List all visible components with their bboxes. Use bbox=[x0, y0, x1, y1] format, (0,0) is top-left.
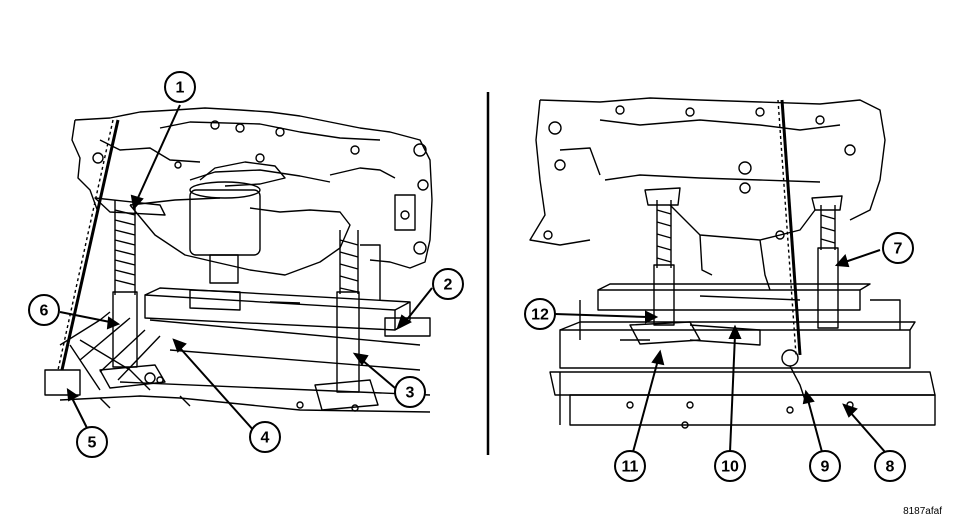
callout-12: 12 bbox=[524, 298, 556, 330]
svg-text:4: 4 bbox=[261, 430, 270, 447]
callout-8: 8 bbox=[874, 450, 906, 482]
cradle-crossbar bbox=[144, 287, 431, 337]
hoist-chain-left bbox=[44, 119, 151, 396]
callout-10: 10 bbox=[714, 450, 746, 482]
callout-2: 2 bbox=[432, 268, 464, 300]
lift-frame bbox=[59, 311, 431, 413]
svg-text:8: 8 bbox=[886, 459, 895, 476]
svg-text:2: 2 bbox=[444, 277, 453, 294]
callout-4: 4 bbox=[249, 421, 281, 453]
svg-text:1: 1 bbox=[176, 80, 185, 97]
callout-9: 9 bbox=[809, 450, 841, 482]
svg-text:5: 5 bbox=[88, 435, 97, 452]
callout-11: 11 bbox=[614, 450, 646, 482]
svg-text:3: 3 bbox=[406, 385, 415, 402]
callout-5: 5 bbox=[76, 426, 108, 458]
lift-base bbox=[549, 299, 936, 429]
svg-text:12: 12 bbox=[531, 307, 549, 324]
svg-text:11: 11 bbox=[622, 459, 639, 476]
screw-jack-left bbox=[94, 197, 166, 389]
callout-1: 1 bbox=[164, 71, 196, 103]
screw-jack-right bbox=[314, 230, 381, 411]
figure-id-label: 8187afaf bbox=[903, 506, 942, 517]
svg-text:9: 9 bbox=[821, 459, 830, 476]
right-illustration bbox=[529, 97, 936, 429]
callout-3: 3 bbox=[394, 376, 426, 408]
callout-6: 6 bbox=[28, 294, 60, 326]
cradle-rails bbox=[559, 283, 916, 369]
svg-text:10: 10 bbox=[721, 459, 739, 476]
engine-block-right bbox=[529, 97, 886, 276]
engine-block-left bbox=[71, 107, 433, 276]
svg-text:7: 7 bbox=[894, 241, 903, 258]
screw-jack-7 bbox=[811, 195, 843, 329]
hoist-chain-right bbox=[759, 99, 806, 401]
svg-text:6: 6 bbox=[40, 303, 49, 320]
callout-7: 7 bbox=[882, 232, 914, 264]
oil-filter bbox=[189, 161, 286, 284]
screw-jack-12 bbox=[629, 187, 701, 345]
leader-lines bbox=[59, 104, 886, 453]
left-illustration bbox=[44, 107, 433, 413]
